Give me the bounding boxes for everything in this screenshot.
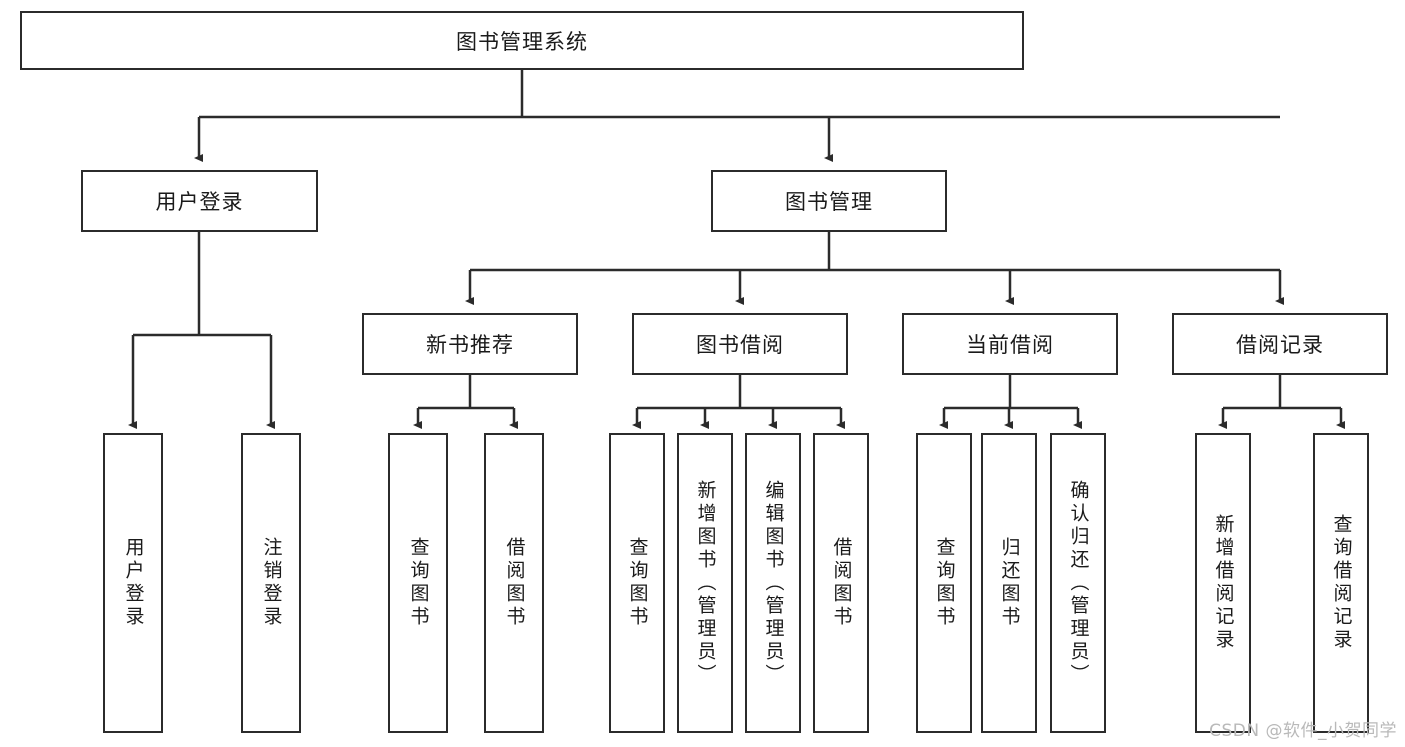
- node-root-system-label: 图书管理系统: [456, 29, 588, 54]
- node-leaf-confirm-return-admin-label: 确认归还（管理员）: [1067, 479, 1090, 687]
- node-book-management-label: 图书管理: [785, 190, 873, 214]
- node-leaf-query-book-recommend-label: 查询图书: [407, 537, 430, 629]
- node-borrow-record-label: 借阅记录: [1236, 333, 1324, 357]
- node-book-management[interactable]: 图书管理: [711, 170, 947, 232]
- node-leaf-query-borrow-record-label: 查询借阅记录: [1330, 514, 1353, 652]
- node-current-borrow-label: 当前借阅: [966, 333, 1054, 357]
- node-user-login[interactable]: 用户登录: [81, 170, 318, 232]
- node-leaf-query-book-current[interactable]: 查询图书: [916, 433, 972, 733]
- node-leaf-query-borrow-record[interactable]: 查询借阅记录: [1313, 433, 1369, 733]
- node-borrow-record[interactable]: 借阅记录: [1172, 313, 1388, 375]
- node-leaf-return-book[interactable]: 归还图书: [981, 433, 1037, 733]
- node-leaf-logout-label: 注销登录: [260, 537, 283, 629]
- node-leaf-add-book-admin[interactable]: 新增图书（管理员）: [677, 433, 733, 733]
- node-leaf-return-book-label: 归还图书: [998, 537, 1021, 629]
- node-leaf-add-borrow-record[interactable]: 新增借阅记录: [1195, 433, 1251, 733]
- node-leaf-query-book-recommend[interactable]: 查询图书: [388, 433, 448, 733]
- node-new-book-recommend-label: 新书推荐: [426, 333, 514, 357]
- node-leaf-confirm-return-admin[interactable]: 确认归还（管理员）: [1050, 433, 1106, 733]
- node-leaf-user-login[interactable]: 用户登录: [103, 433, 163, 733]
- node-root-system[interactable]: 图书管理系统: [20, 11, 1024, 70]
- node-book-borrow[interactable]: 图书借阅: [632, 313, 848, 375]
- node-leaf-borrow-book-recommend-label: 借阅图书: [503, 537, 526, 629]
- node-user-login-label: 用户登录: [155, 190, 244, 214]
- node-leaf-borrow-book-recommend[interactable]: 借阅图书: [484, 433, 544, 733]
- node-leaf-add-borrow-record-label: 新增借阅记录: [1212, 514, 1235, 652]
- node-leaf-query-book-current-label: 查询图书: [933, 537, 956, 629]
- node-leaf-borrow-book-label: 借阅图书: [830, 537, 853, 629]
- node-leaf-user-login-label: 用户登录: [122, 537, 145, 629]
- node-new-book-recommend[interactable]: 新书推荐: [362, 313, 578, 375]
- watermark: CSDN @软件_小贺同学: [1209, 721, 1397, 741]
- node-leaf-edit-book-admin[interactable]: 编辑图书（管理员）: [745, 433, 801, 733]
- node-leaf-query-book-borrow-label: 查询图书: [626, 537, 649, 629]
- node-leaf-logout[interactable]: 注销登录: [241, 433, 301, 733]
- node-current-borrow[interactable]: 当前借阅: [902, 313, 1118, 375]
- node-book-borrow-label: 图书借阅: [696, 333, 784, 357]
- node-leaf-query-book-borrow[interactable]: 查询图书: [609, 433, 665, 733]
- node-leaf-edit-book-admin-label: 编辑图书（管理员）: [762, 479, 785, 687]
- node-leaf-add-book-admin-label: 新增图书（管理员）: [694, 479, 717, 687]
- node-leaf-borrow-book[interactable]: 借阅图书: [813, 433, 869, 733]
